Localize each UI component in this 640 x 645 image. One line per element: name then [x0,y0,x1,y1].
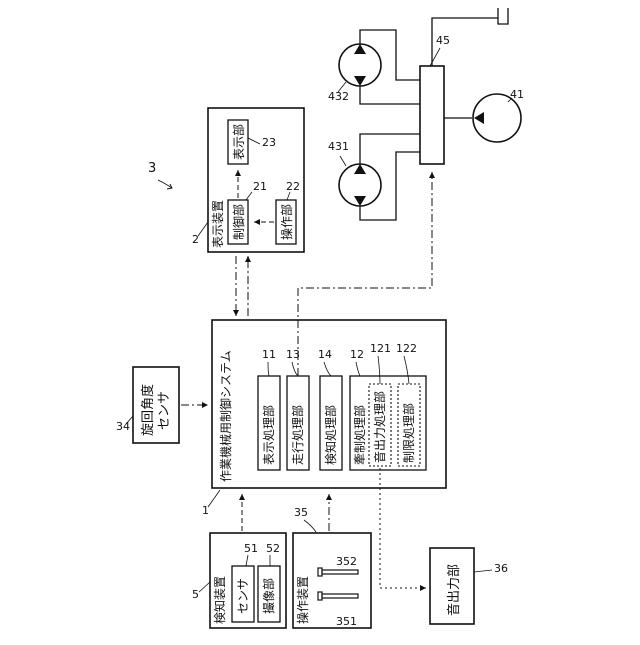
operation-unit-ref: 22 [286,180,300,193]
control-system-label: 作業機械用制御システム [218,350,233,482]
display-device-leader [198,222,208,236]
sensor-label: センサ [236,578,250,614]
travel-motor-431-ref: 431 [328,140,349,153]
display-unit-ref: 23 [262,136,276,149]
motor-431-arrow-bottom-icon [354,196,366,206]
lever-351-icon [318,592,358,600]
control-system-block: 作業機械用制御システム 1 表示処理部 11 走行処理部 13 検知処理部 14… [202,320,446,517]
imaging-unit-ref: 52 [266,542,280,555]
sound-processor-label: 音出力処理部 [372,391,387,463]
imaging-unit-label: 撮像部 [261,578,276,614]
travel-processor-leader [292,362,298,376]
display-device-block: 表示装置 2 制御部 21 操作部 22 表示部 23 [192,108,304,252]
sound-output-block: 音出力部 36 [430,548,508,624]
sound-processor-leader [378,356,380,384]
hydraulic-pump-ref: 41 [510,88,524,101]
lever-351-ref: 351 [336,615,357,628]
operation-unit-leader [287,192,290,200]
operation-unit-label: 操作部 [279,204,294,240]
detection-device-block: 検知装置 5 センサ 51 撮像部 52 [192,533,286,628]
motor-432-arrow-bottom-icon [354,76,366,86]
restriction-processor-leader [356,362,360,376]
lever-352-icon [318,568,358,576]
control-system-leader [208,490,220,507]
machine-ref: 3 [148,161,156,176]
swing-angle-sensor-block: 旋回角度 センサ 34 [116,367,179,443]
detection-processor-leader [324,362,331,376]
motor-432-line-a [360,30,420,80]
control-system-ref: 1 [202,504,209,517]
detection-device-label: 検知装置 [213,576,227,624]
display-unit-label: 表示部 [231,124,246,160]
motor-431-line-a [360,134,420,164]
tank-icon [498,8,508,24]
motor-432-line-b [360,86,420,104]
restriction-processor-label: 牽制処理部 [352,405,367,465]
travel-processor-label: 走行処理部 [290,405,305,465]
sound-output-label: 音出力部 [446,564,462,616]
display-processor-leader [268,362,269,376]
control-valve-frame [420,66,444,164]
limit-processor-leader [404,356,409,384]
control-unit-ref: 21 [253,180,267,193]
restriction-processor-ref: 12 [350,348,364,361]
display-processor-ref: 11 [262,348,276,361]
motor-432-arrow-top-icon [354,44,366,54]
operating-device-ref: 35 [294,506,308,519]
detection-device-ref: 5 [192,588,199,601]
sensor-leader [246,555,248,566]
control-unit-leader [246,192,252,200]
control-unit-label: 制御部 [231,204,246,240]
display-processor-label: 表示処理部 [261,405,276,465]
sound-processor-to-output-arrow [380,468,426,588]
travel-motor-431-leader [340,156,346,166]
swing-angle-sensor-frame [133,367,179,443]
swing-angle-sensor-label-2: センサ [157,391,172,430]
control-valve-ref: 45 [436,34,450,47]
display-device-ref: 2 [192,233,199,246]
display-unit-leader [248,138,260,144]
operating-device-leader [304,520,316,532]
limit-processor-ref: 122 [396,342,417,355]
lever-352-ref: 352 [336,555,357,568]
detection-processor-label: 検知処理部 [323,405,338,465]
sound-output-leader [474,570,492,572]
sensor-ref: 51 [244,542,258,555]
limit-processor-label: 制限処理部 [401,403,416,463]
swing-angle-sensor-label-1: 旋回角度 [140,384,156,436]
operating-device-block: 操作装置 35 352 351 [293,506,371,628]
machine-ref-leader [158,180,172,188]
motor-431-arrow-top-icon [354,164,366,174]
sound-output-ref: 36 [494,562,508,575]
sound-processor-ref: 121 [370,342,391,355]
display-device-label: 表示装置 [211,200,225,248]
detection-processor-ref: 14 [318,348,332,361]
motor-431-line-b [360,152,420,220]
operating-device-label: 操作装置 [295,576,310,624]
pump-direction-icon [474,112,484,124]
detection-device-leader [199,582,210,592]
